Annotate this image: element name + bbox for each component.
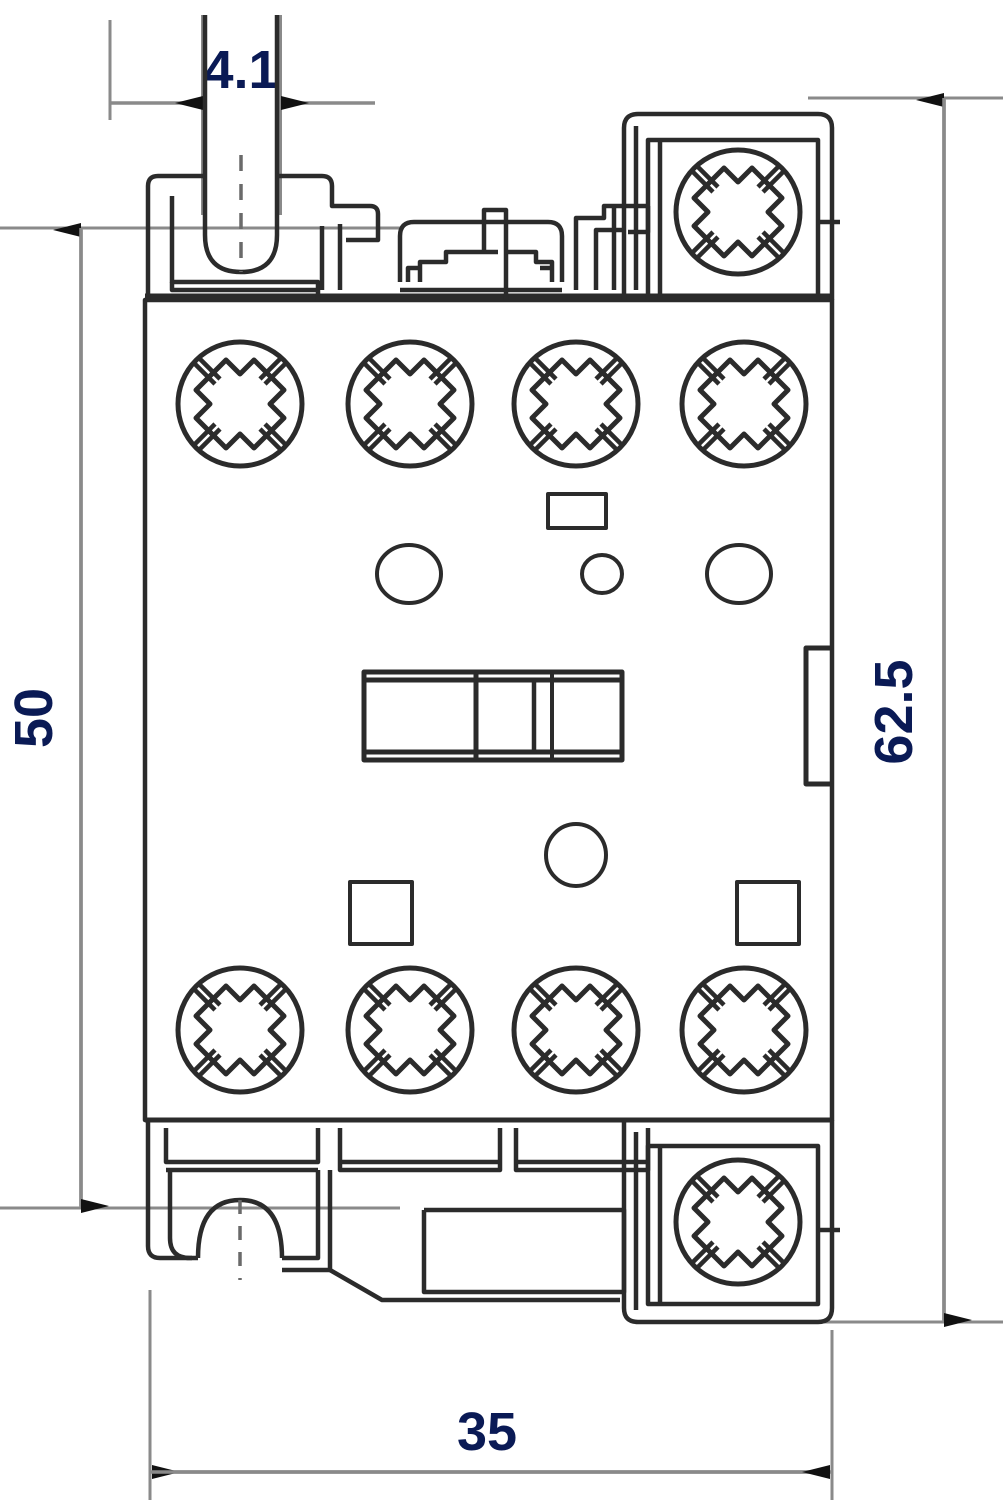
clip-left-outer xyxy=(145,173,196,300)
dimension-4.1: 4.1 xyxy=(110,40,375,110)
clip-bottom-inner-right xyxy=(282,1170,321,1261)
screw-bottom-3 xyxy=(514,968,638,1092)
screw-bottom-right xyxy=(676,1160,800,1284)
indicator-square-lower-right xyxy=(735,880,801,946)
screw-bottom-2 xyxy=(348,968,472,1092)
terminal-top-right-inner xyxy=(645,137,821,301)
indicator-circle-upper-center xyxy=(580,553,624,595)
clip-left-inner-shelf xyxy=(169,282,318,293)
top-island-outline xyxy=(397,219,565,282)
dimension-62.5: 62.5 xyxy=(864,93,972,1327)
bottom-shelf-left xyxy=(163,1128,321,1165)
terminal-top-right-housing xyxy=(621,111,835,300)
bottom-assembly xyxy=(145,1120,840,1325)
clip-left-tab xyxy=(346,224,381,243)
terminal-bottom-right-inner xyxy=(645,1143,821,1307)
screw-bottom-4 xyxy=(682,968,806,1092)
screw-top-2 xyxy=(348,342,472,466)
screw-top-3 xyxy=(514,342,638,466)
clip-bottom-outer xyxy=(145,1120,192,1261)
clip-bottom-ramp xyxy=(328,1268,620,1303)
terminal-bottom-right-housing xyxy=(621,1120,835,1325)
indicator-rect-upper xyxy=(546,492,608,530)
indicator-circle-lower-center xyxy=(544,822,608,888)
screw-top-1 xyxy=(178,342,302,466)
indicator-group-lower xyxy=(348,822,801,946)
top-island-foot-left xyxy=(405,265,420,282)
indicator-square-lower-left xyxy=(348,880,414,946)
side-notch xyxy=(803,645,832,787)
top-island-post xyxy=(481,207,509,300)
screw-bottom-1 xyxy=(178,968,302,1092)
indicator-circle-upper-left xyxy=(375,543,443,605)
dim-label-35: 35 xyxy=(457,1402,517,1462)
top-right-step xyxy=(573,203,648,290)
screw-top-right xyxy=(676,150,800,274)
dim-label-4.1: 4.1 xyxy=(203,40,278,100)
clip-left-step xyxy=(286,173,381,224)
bottom-shelf-mid xyxy=(337,1128,503,1173)
clip-bottom-inner-left xyxy=(167,1170,198,1261)
screw-top-4 xyxy=(682,342,806,466)
center-block-outer xyxy=(361,669,625,763)
indicator-circle-upper-right xyxy=(705,543,773,605)
dimension-35: 35 xyxy=(150,1402,832,1479)
center-window-block xyxy=(361,669,625,763)
dim-label-50: 50 xyxy=(4,688,64,748)
dimension-50: 50 xyxy=(4,223,109,1213)
dim-label-62.5: 62.5 xyxy=(864,659,924,764)
indicator-group-upper xyxy=(375,492,773,605)
